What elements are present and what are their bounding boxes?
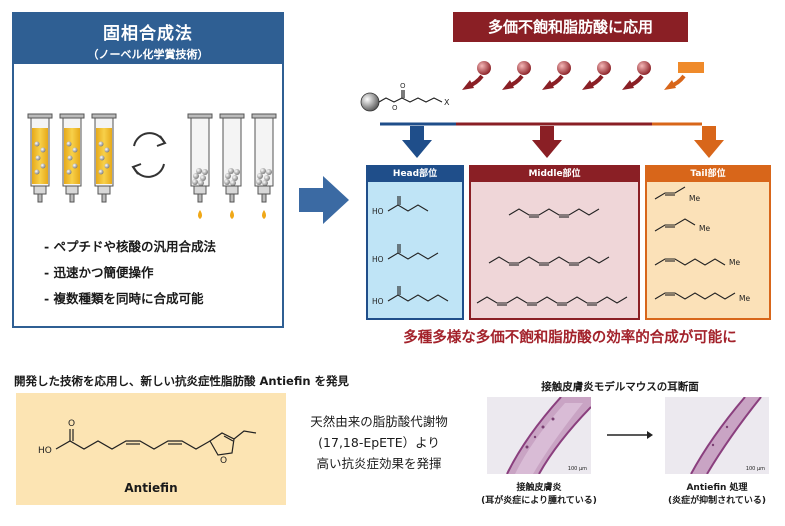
svg-text:O: O [392, 104, 398, 112]
result-statement: 多種多様な多価不飽和脂肪酸の効率的合成が可能に [403, 330, 737, 346]
bullet-2: - 迅速かつ簡便操作 [44, 265, 154, 280]
tail-column: Tail部位 Me Me Me Me [645, 165, 771, 320]
description-line-2: (17,18-EpETE）より [318, 435, 440, 450]
cycle-arrows-icon [131, 132, 167, 178]
furan-o-label: O [220, 456, 227, 466]
bullet-3: - 複数種類を同時に合成可能 [44, 291, 204, 306]
micrograph-title: 接触皮膚炎モデルマウスの耳断面 [541, 381, 699, 393]
filled-syringes [27, 113, 117, 203]
antiefin-structure-panel: HO O O Antiefin [16, 393, 286, 505]
micrograph-inflamed: 100 µm [487, 397, 591, 474]
tail-structures: Me Me Me Me [654, 186, 750, 303]
inflamed-tissue-image [487, 397, 591, 474]
head-label: Head部位 [368, 167, 462, 182]
svg-text:HO: HO [372, 207, 384, 216]
treated-caption-2: (炎症が抑制されている) [668, 496, 766, 506]
treatment-arrow-icon [607, 431, 653, 439]
ho-label: HO [38, 446, 52, 456]
resin-linker: O O X [360, 82, 450, 112]
solid-phase-title: 固相合成法 [103, 24, 193, 44]
solid-phase-illustration [27, 113, 277, 219]
antiefin-structure: HO O O [38, 419, 257, 466]
solid-phase-subtitle: （ノーベル化学賞技術） [87, 48, 209, 61]
head-down-arrow-icon [402, 126, 432, 158]
svg-text:Me: Me [699, 224, 710, 233]
head-column: Head部位 HO HO HO [366, 165, 464, 320]
svg-text:O: O [400, 82, 406, 90]
middle-structures [476, 208, 628, 306]
svg-text:HO: HO [372, 297, 384, 306]
description-line-1: 天然由来の脂肪酸代謝物 [310, 414, 448, 429]
scale-label-left: 100 µm [567, 466, 587, 472]
tail-down-arrow-icon [694, 126, 724, 158]
pufa-banner: 多価不飽和脂肪酸に応用 [453, 12, 688, 42]
treated-caption-1: Antiefin 処理 [686, 483, 748, 493]
inflamed-caption-1: 接触皮膚炎 [516, 483, 562, 493]
tail-label: Tail部位 [647, 167, 769, 182]
svg-text:Me: Me [739, 294, 750, 303]
middle-column: Middle部位 [469, 165, 640, 320]
solid-phase-panel: 固相合成法 （ノーベル化学賞技術） [12, 12, 284, 328]
micrograph-treated: 100 µm [665, 397, 769, 474]
svg-text:Me: Me [689, 194, 700, 203]
drained-syringes [187, 113, 277, 219]
middle-down-arrow-icon [532, 126, 562, 158]
pufa-scheme: O O X [360, 61, 724, 158]
o-label: O [68, 419, 75, 429]
bullet-1: - ペプチドや核酸の汎用合成法 [44, 239, 217, 254]
inflamed-caption-2: (耳が炎症により腫れている) [481, 496, 597, 506]
x-label: X [444, 98, 450, 107]
svg-text:HO: HO [372, 255, 384, 264]
transition-arrow-icon [299, 176, 349, 224]
head-structures: HO HO HO [372, 196, 449, 306]
antiefin-name: Antiefin [124, 481, 178, 495]
description-line-3: 高い抗炎症効果を発揮 [316, 456, 442, 471]
middle-label: Middle部位 [471, 167, 638, 182]
svg-text:Me: Me [729, 258, 740, 267]
solid-phase-header: 固相合成法 （ノーベル化学賞技術） [14, 14, 282, 64]
scale-label-right: 100 µm [745, 466, 765, 472]
treated-tissue-image [665, 397, 769, 474]
building-block-arrows [462, 61, 704, 90]
discovery-heading: 開発した技術を応用し、新しい抗炎症性脂肪酸 Antiefin を発見 [14, 374, 350, 388]
